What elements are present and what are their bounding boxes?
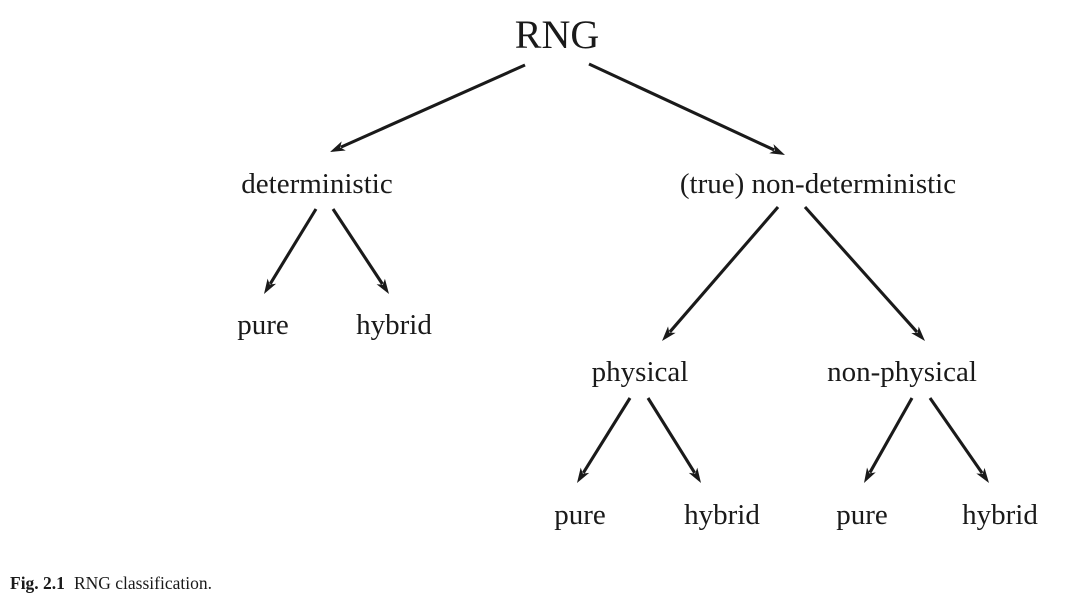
arrow-head-icon (769, 144, 785, 155)
arrow-head-icon (911, 326, 925, 341)
tree-node-deterministic: deterministic (241, 168, 392, 200)
edge-shaft (803, 205, 919, 334)
edge-shaft (668, 205, 780, 333)
tree-node-phys-hybrid: hybrid (684, 499, 760, 531)
edge-shaft (646, 397, 696, 474)
tree-edge-nonphysical-to-nonphys-hybrid (928, 397, 989, 483)
edge-shaft (268, 208, 318, 285)
tree-node-physical: physical (592, 356, 689, 388)
edge-shaft (588, 62, 775, 152)
tree-edges (264, 62, 989, 483)
tree-edge-nonphysical-to-nonphys-pure (864, 397, 914, 483)
tree-edge-root-to-deterministic (330, 63, 526, 152)
edge-shaft (582, 397, 632, 474)
arrow-head-icon (976, 467, 989, 483)
figure-caption: Fig. 2.1 RNG classification. (10, 573, 212, 594)
edge-shaft (331, 208, 384, 285)
tree-node-det-pure: pure (237, 309, 289, 341)
arrow-head-icon (330, 141, 346, 152)
tree-node-root: RNG (515, 12, 599, 57)
tree-node-det-hybrid: hybrid (356, 309, 432, 341)
edge-shaft (928, 397, 984, 475)
tree-edge-nondeterministic-to-nonphysical (803, 205, 925, 341)
arrow-head-icon (376, 278, 389, 294)
edge-shaft (868, 397, 914, 474)
tree-edge-physical-to-phys-hybrid (646, 397, 701, 483)
figure-caption-label: Fig. 2.1 (10, 573, 65, 593)
tree-node-nonphys-pure: pure (836, 499, 888, 531)
edge-shaft (340, 63, 526, 149)
arrow-head-icon (264, 278, 277, 294)
tree-node-phys-pure: pure (554, 499, 606, 531)
tree-node-nonphys-hybrid: hybrid (962, 499, 1038, 531)
tree-node-nondeterministic: (true) non-deterministic (680, 168, 956, 200)
figure-caption-text: RNG classification. (73, 573, 212, 593)
arrow-head-icon (662, 326, 676, 341)
arrow-head-icon (688, 467, 701, 483)
tree-edge-deterministic-to-det-hybrid (331, 208, 389, 294)
tree-edge-root-to-nondeterministic (588, 62, 785, 155)
tree-nodes: RNG deterministic (true) non-deterministic… (237, 12, 1038, 531)
arrow-head-icon (577, 467, 590, 483)
arrow-head-icon (864, 467, 876, 483)
tree-node-nonphysical: non-physical (827, 356, 977, 388)
tree-edge-physical-to-phys-pure (577, 397, 632, 483)
tree-edge-deterministic-to-det-pure (264, 208, 318, 294)
tree-edge-nondeterministic-to-physical (662, 205, 780, 341)
